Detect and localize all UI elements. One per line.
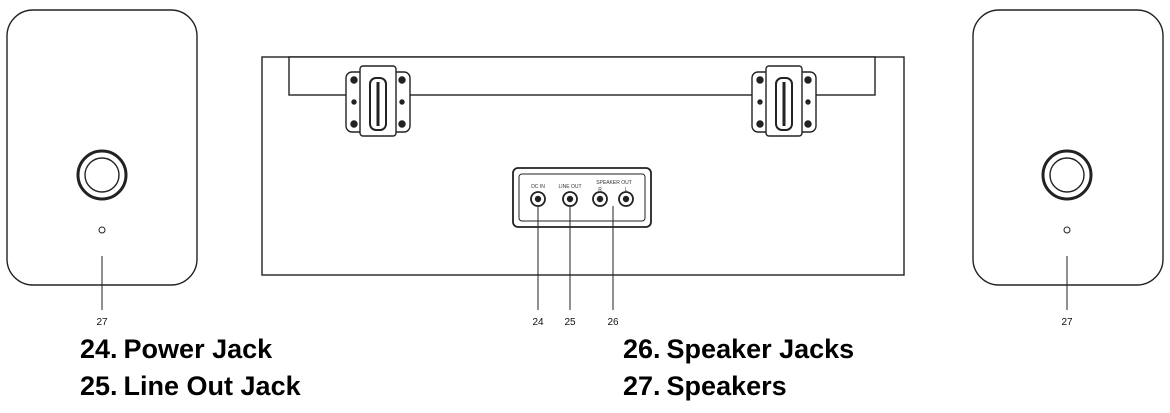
panel-label-right: R [598, 187, 602, 193]
legend-number: 26. [623, 334, 661, 364]
right-speaker-led [1063, 226, 1071, 234]
right-speaker-driver [1041, 149, 1093, 201]
legend-label: Power Jack [123, 334, 273, 364]
right-hinge [751, 65, 817, 137]
callout-24: 24 [532, 317, 544, 328]
legend-item-speaker-jacks: 26.Speaker Jacks [623, 336, 854, 363]
callout-25: 25 [564, 317, 576, 328]
legend-number: 24. [80, 334, 118, 364]
line-out-jack [562, 191, 578, 207]
power-jack [530, 191, 546, 207]
speaker-jack-right [592, 191, 608, 207]
turntable-case: DC IN LINE OUT SPEAKER OUT R L [261, 56, 905, 310]
left-hinge [345, 65, 411, 137]
left-speaker-driver [76, 149, 128, 201]
panel-label-left: L [625, 187, 628, 193]
legend-item-speakers: 27.Speakers [623, 373, 787, 400]
legend-item-power-jack: 24.Power Jack [80, 336, 272, 363]
connector-panel: DC IN LINE OUT SPEAKER OUT R L [512, 167, 652, 228]
right-speaker: 27 [972, 9, 1164, 328]
callout-26: 26 [607, 317, 619, 328]
panel-label-power: DC IN [531, 184, 545, 190]
panel-label-line-out: LINE OUT [558, 184, 581, 190]
legend-label: Speakers [666, 371, 787, 401]
left-speaker-led [98, 226, 106, 234]
callout-27-left: 27 [96, 317, 108, 328]
legend-item-line-out-jack: 25.Line Out Jack [80, 373, 301, 400]
speaker-jack-left [618, 191, 634, 207]
legend-label: Speaker Jacks [666, 334, 855, 364]
callout-27-right: 27 [1061, 317, 1073, 328]
left-speaker: 27 [6, 9, 198, 328]
legend-number: 25. [80, 371, 118, 401]
panel-label-speaker-out: SPEAKER OUT [596, 180, 632, 186]
legend-number: 27. [623, 371, 661, 401]
legend-label: Line Out Jack [123, 371, 301, 401]
